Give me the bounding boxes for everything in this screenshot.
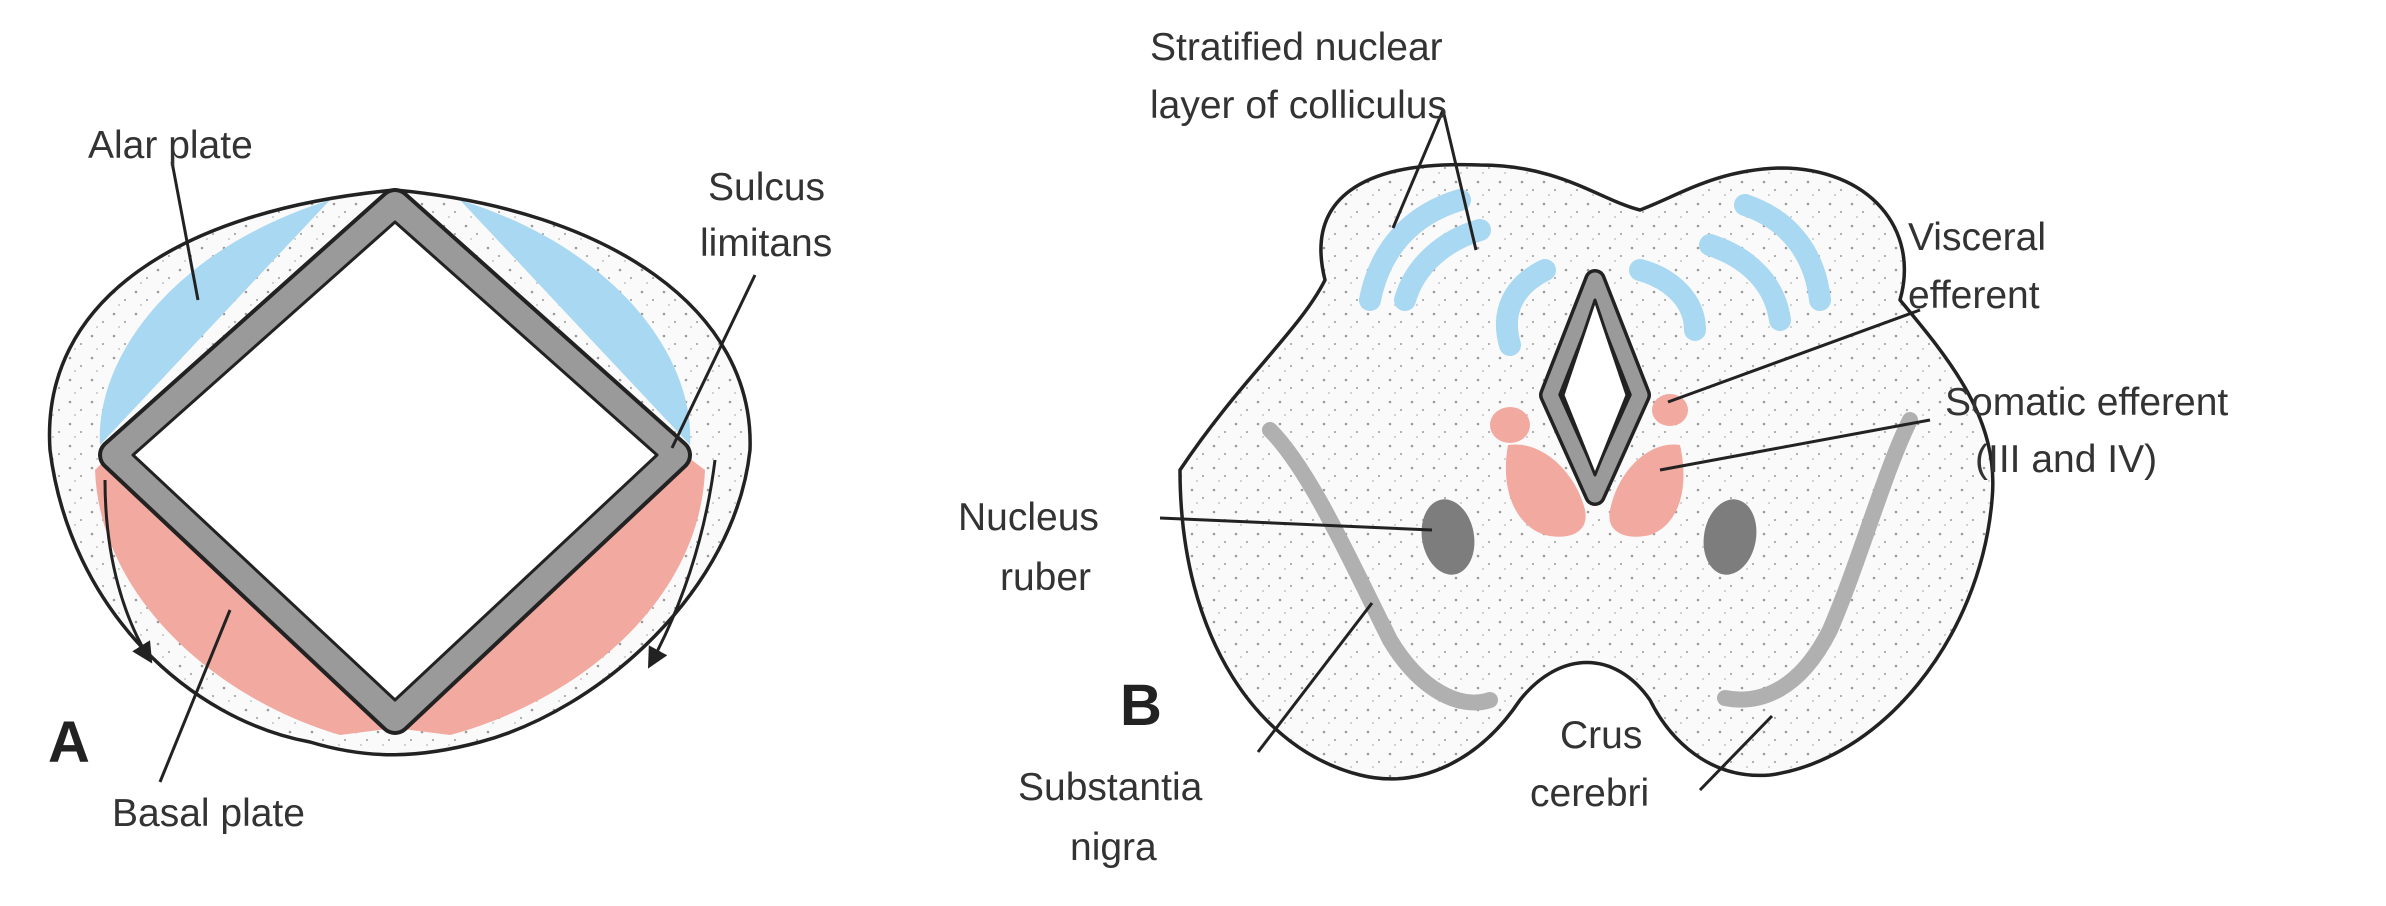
visceral-efferent-nucleus-right	[1652, 394, 1688, 426]
nucleus-ruber-left	[1421, 499, 1475, 575]
label-visceral-efferent: Visceral efferent	[1908, 216, 2057, 317]
label-somatic-efferent: Somatic efferent (III and IV)	[1945, 381, 2239, 481]
ventricle-lumen	[131, 220, 659, 702]
panel-a-outline	[47, 188, 752, 757]
leader-sulcus-limitans	[670, 274, 757, 449]
label-alar-plate: Alar plate	[88, 124, 253, 167]
leader-nucleus-ruber	[1159, 516, 1433, 532]
arrow-right-icon	[647, 459, 717, 669]
colliculus-layer-left-1	[1359, 189, 1471, 311]
panel-letter-a: A	[48, 710, 90, 775]
somatic-efferent-nucleus-left	[1505, 444, 1586, 537]
panel-b: Stratified nuclear layer of colliculus V…	[958, 26, 2239, 869]
somatic-efferent-nucleus-right	[1609, 444, 1684, 537]
leader-substantia-nigra	[1256, 602, 1374, 753]
arrow-left-icon	[103, 479, 153, 664]
colliculus-layer-left-3	[1495, 259, 1556, 356]
leader-crus-cerebri	[1698, 714, 1774, 792]
substantia-nigra-left	[1262, 422, 1498, 711]
substantia-nigra-right	[1717, 412, 1918, 708]
label-crus-cerebri: Crus cerebri	[1530, 714, 1653, 815]
label-stratified-nuclear-layer: Stratified nuclear layer of colliculus	[1150, 26, 1454, 127]
colliculus-layer-right-3	[1629, 259, 1706, 341]
nucleus-ruber-right	[1703, 499, 1757, 575]
cerebral-aqueduct-lumen	[1561, 298, 1629, 477]
panel-b-outline	[1178, 162, 1995, 781]
label-basal-plate: Basal plate	[112, 792, 305, 835]
label-nucleus-ruber: Nucleus ruber	[958, 496, 1110, 599]
colliculus-layer-left-2	[1394, 219, 1491, 311]
panel-a: Alar plate Sulcus limitans Basal plate A	[47, 124, 836, 835]
leader-stratified-1	[1391, 109, 1445, 229]
label-sulcus-limitans: Sulcus limitans	[700, 166, 836, 265]
leader-basal-plate	[158, 609, 232, 783]
leader-alar-plate	[170, 161, 200, 301]
leader-somatic-efferent	[1659, 418, 1931, 472]
colliculus-layer-right-2	[1699, 234, 1791, 331]
leader-stratified-2	[1441, 109, 1478, 251]
label-substantia-nigra: Substantia nigra	[1018, 766, 1213, 869]
alar-plate-left	[99, 200, 330, 445]
visceral-efferent-nucleus-left	[1490, 407, 1530, 443]
alar-plate-right	[460, 200, 691, 445]
leader-visceral-efferent	[1667, 308, 1921, 404]
colliculus-layer-right-1	[1734, 194, 1831, 311]
panel-letter-b: B	[1120, 673, 1162, 738]
